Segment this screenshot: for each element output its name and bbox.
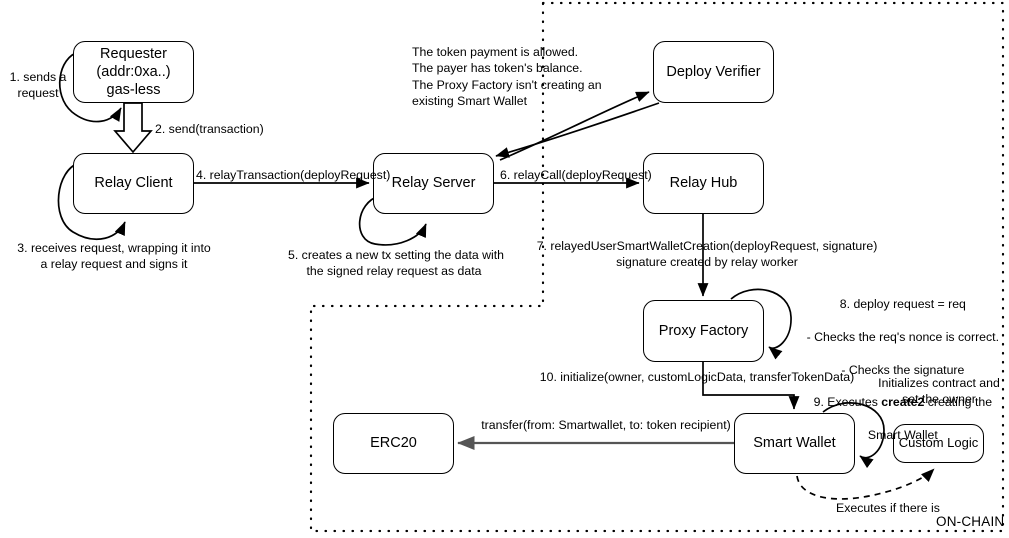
label-step-7: 7. relayedUserSmartWalletCreation(deploy… [536,239,878,270]
label-step-8-line3: - Checks the signature [841,362,965,377]
relay-server-label: Relay Server [391,175,476,192]
label-step-1: 1. sends a request [9,70,67,101]
label-step-10: 10. initialize(owner, customLogicData, t… [539,370,855,384]
label-step-3: 3. receives request, wrapping it into a … [17,241,211,272]
requester-line3: gas-less [106,82,161,99]
node-smart-wallet[interactable]: Smart Wallet [734,413,855,474]
relay-hub-label: Relay Hub [669,175,738,192]
label-verifier-note: The token payment is allowed. The payer … [412,45,602,109]
label-step-9-post: creating the [924,395,993,410]
label-initializes-note: Initializes contract and set the owner [878,376,1000,407]
label-step-6: 6. relayCall(deployRequest) [500,168,652,182]
node-requester[interactable]: Requester (addr:0xa..) gas-less [73,41,194,103]
arrow-server-to-verifier [499,91,650,161]
label-step-2: 2. send(transaction) [155,122,264,136]
label-step-8-9: 8. deploy request = req - Checks the req… [788,280,1004,460]
arrow-proxy-factory-self [730,288,792,360]
arrow-initialize [702,362,800,410]
requester-line1: Requester [100,45,167,62]
arrow-executes-custom-logic [796,468,935,500]
arrow-relay-server-self [358,195,427,246]
node-relay-hub[interactable]: Relay Hub [643,153,764,214]
label-step-9-create2: create2 [881,395,925,410]
label-step-9-line5: Smart Wallet [867,428,938,443]
relay-client-label: Relay Client [94,175,173,192]
onchain-label: ON-CHAIN [936,514,1005,529]
custom-logic-label: Custom Logic [898,435,979,451]
smart-wallet-label: Smart Wallet [753,435,836,452]
erc20-label: ERC20 [370,435,417,452]
label-executes-note: Executes if there is [836,501,940,515]
arrow-smart-wallet-self [822,402,885,469]
arrow-send-transaction [113,102,153,154]
node-deploy-verifier[interactable]: Deploy Verifier [653,41,774,103]
arrow-relay-client-self [57,162,126,241]
deploy-verifier-label: Deploy Verifier [666,63,761,80]
proxy-factory-label: Proxy Factory [658,322,749,339]
node-relay-server[interactable]: Relay Server [373,153,494,214]
label-transfer: transfer(from: Smartwallet, to: token re… [481,418,731,432]
onchain-region-outline [309,1,1005,533]
node-erc20[interactable]: ERC20 [333,413,454,474]
label-step-4: 4. relayTransaction(deployRequest) [196,168,391,182]
arrow-requester-self [58,51,122,123]
label-step-8-line1: 8. deploy request = req [839,297,966,312]
arrow-verifier-to-server [495,102,660,158]
node-relay-client[interactable]: Relay Client [73,153,194,214]
label-step-9-pre: 9. Executes [813,395,882,410]
requester-line2: (addr:0xa..) [96,63,171,80]
label-step-8-line2: - Checks the req's nonce is correct. [806,330,999,345]
node-custom-logic[interactable]: Custom Logic [893,424,984,463]
node-proxy-factory[interactable]: Proxy Factory [643,300,764,362]
label-step-5: 5. creates a new tx setting the data wit… [288,248,505,279]
